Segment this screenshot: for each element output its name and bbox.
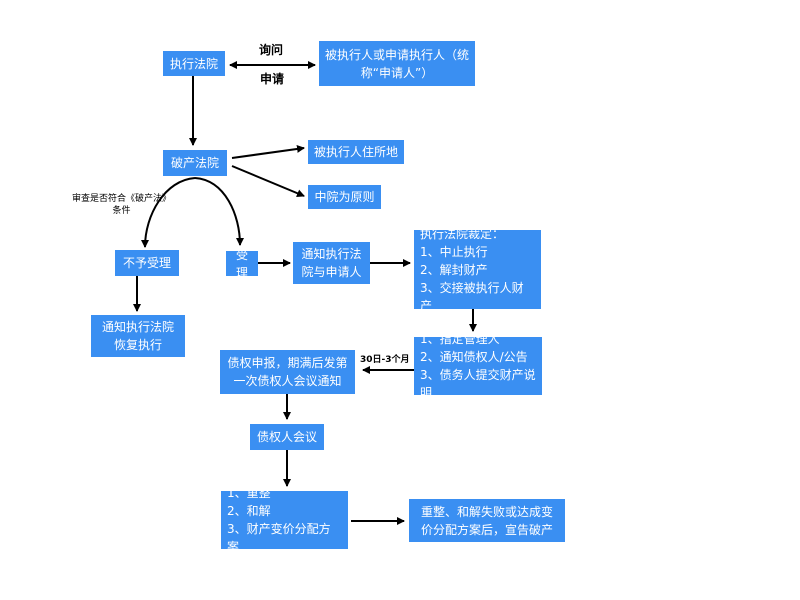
edge-bankruptcy-domicile bbox=[231, 145, 305, 159]
node-not-accepted: 不予受理 bbox=[115, 250, 179, 276]
label-apply: 申请 bbox=[260, 72, 285, 86]
node-intermediate-court: 中院为原则 bbox=[308, 185, 381, 209]
label-review-condition: 审查是否符合《破产法》 条件 bbox=[72, 194, 172, 216]
node-ruling: 执行法院裁定： 1、中止执行 2、解封财产 3、交接被执行人财产 bbox=[414, 227, 541, 313]
node-notify-court-applicant: 通知执行法 院与申请人 bbox=[293, 242, 370, 284]
edge-bankruptcy-intermediate bbox=[231, 165, 305, 197]
node-accepted: 受理 bbox=[226, 248, 258, 280]
node-notify-resume: 通知执行法院 恢复执行 bbox=[91, 315, 185, 357]
node-outcomes: 1、重整 2、和解 3、财产变价分配方案 bbox=[221, 486, 348, 554]
node-debtor-domicile: 被执行人住所地 bbox=[308, 140, 404, 164]
label-period: 30日-3个月 bbox=[360, 355, 410, 365]
node-enforcement-court: 执行法院 bbox=[163, 51, 225, 76]
node-claims-filing: 债权申报，期满后发第 一次债权人会议通知 bbox=[220, 350, 355, 394]
edge-review-not-accepted bbox=[141, 177, 196, 248]
node-declare-bankruptcy: 重整、和解失败或达成变 价分配方案后，宣告破产 bbox=[409, 499, 565, 542]
node-parties: 被执行人或申请执行人（统 称“申请人”） bbox=[319, 41, 475, 86]
label-inquiry: 询问 bbox=[259, 43, 284, 57]
node-designation: 1、指定管理人 2、通知债权人/公告 3、债务人提交财产说明 bbox=[414, 332, 542, 400]
node-bankruptcy-court: 破产法院 bbox=[163, 150, 227, 176]
node-creditors-meeting: 债权人会议 bbox=[250, 424, 324, 450]
edge-review-accepted bbox=[194, 177, 244, 246]
